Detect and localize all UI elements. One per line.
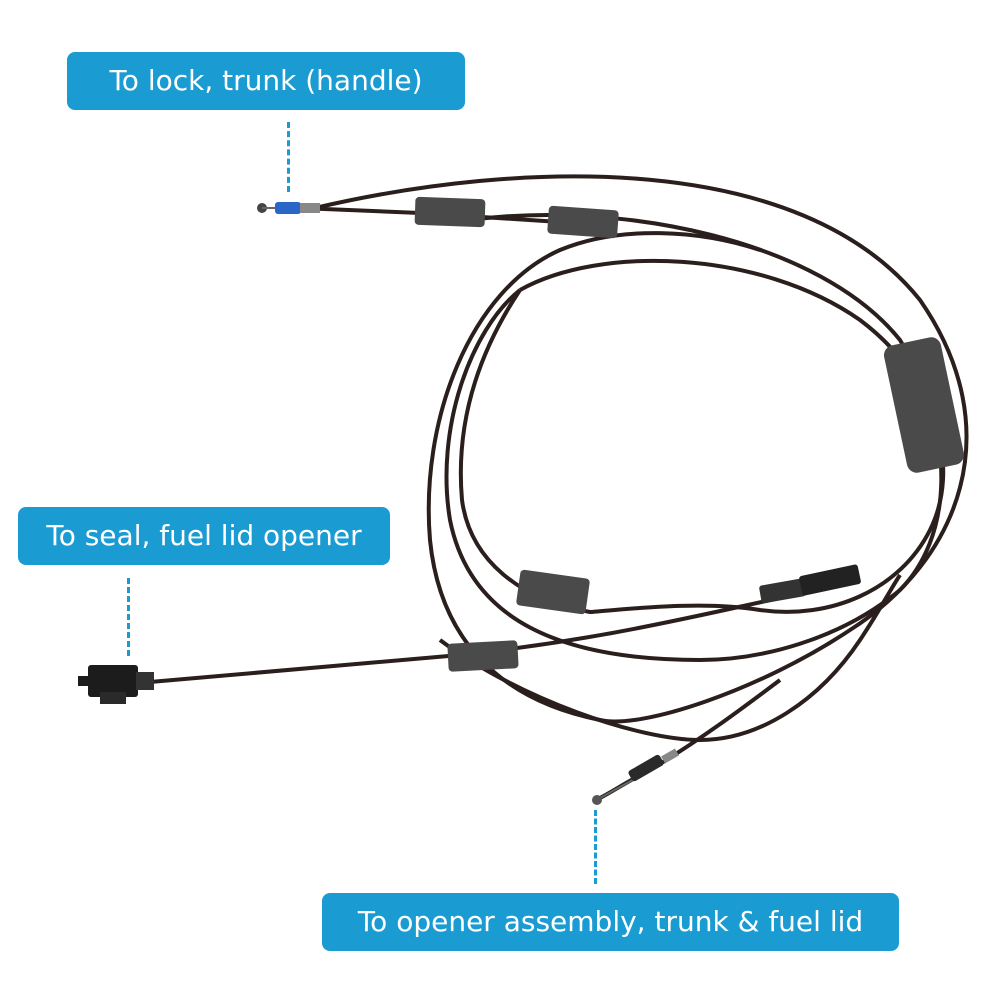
top-ferrule (300, 203, 320, 213)
bottom-end-fitting (592, 748, 679, 805)
foam-sleeve (447, 640, 519, 672)
cable-outer-loop (314, 174, 969, 724)
callout-opener-assembly: To opener assembly, trunk & fuel lid (322, 893, 899, 951)
cable-middle-loop (444, 213, 944, 663)
cable-connector (759, 564, 861, 604)
callout-lock-trunk-handle: To lock, trunk (handle) (67, 52, 465, 110)
fuel-lid-opener-end (78, 665, 154, 704)
cable-inner-loop (458, 258, 946, 615)
opener-housing (88, 665, 138, 697)
cable-lower-tail (438, 573, 902, 743)
blue-spring (275, 202, 301, 214)
foam-sleeve (414, 196, 486, 228)
foam-sleeve (547, 205, 619, 239)
leader-line-bottom (594, 810, 597, 884)
bottom-end-ball (592, 795, 602, 805)
leader-line-middle (127, 578, 130, 656)
bottom-spring (628, 754, 664, 782)
foam-sleeve (516, 569, 590, 615)
top-end-fitting (257, 202, 320, 214)
leader-line-top (287, 122, 290, 192)
foam-sleeve (883, 337, 965, 473)
callout-seal-fuel-lid-opener: To seal, fuel lid opener (18, 507, 390, 565)
